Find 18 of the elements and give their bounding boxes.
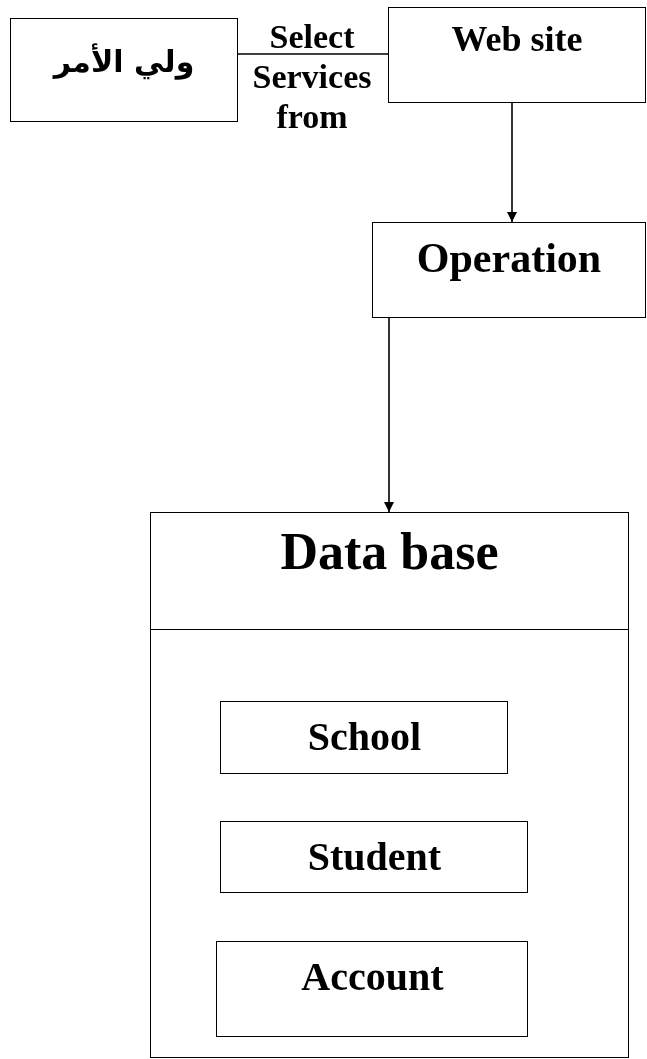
website-box [388, 7, 646, 103]
table-box [220, 701, 509, 775]
database-box [150, 512, 629, 1058]
heading: Data base [280, 523, 499, 581]
actor-box [10, 18, 238, 122]
connector-line [237, 53, 389, 55]
table-box [216, 941, 529, 1038]
arrow [507, 102, 517, 223]
box-label: Web site [451, 20, 583, 61]
box-label: Student [307, 834, 442, 879]
box-label: Account [301, 954, 444, 999]
process-box [372, 222, 646, 318]
box-label: Operation [416, 235, 602, 282]
arrow [384, 317, 394, 513]
table-box [220, 821, 529, 894]
edge-label: Select Services from [251, 17, 373, 137]
box-label: ولي الأمر [53, 44, 195, 78]
box-label: School [307, 714, 422, 759]
